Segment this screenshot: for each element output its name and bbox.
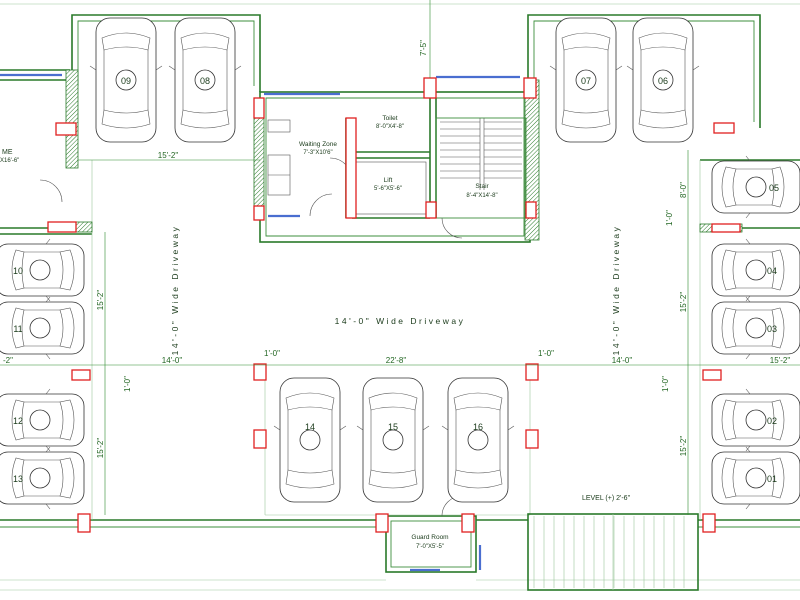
waiting-zone-label: Waiting Zone xyxy=(299,141,337,148)
driveway-left-label: 14'-0" Wide Driveway xyxy=(170,225,180,356)
dim-mid-gap-left: 1'-0" xyxy=(264,349,280,358)
dimension-texts: 7'-5" 15'-2" 14'-0" 1'-0" 22'-8" 1'-0" 1… xyxy=(3,40,790,458)
svg-text:14: 14 xyxy=(305,422,315,432)
level-label: LEVEL (+) 2'-6" xyxy=(582,495,631,502)
lift-label: Lift xyxy=(384,177,393,184)
partial-room-size: X16'-6" xyxy=(0,158,19,164)
car-07: 07 xyxy=(549,17,623,143)
dim-left-lower: 15'-2" xyxy=(96,438,105,459)
guard-room-size: 7'-0"X5'-5" xyxy=(416,544,444,550)
structural-columns xyxy=(47,77,741,533)
svg-text:07: 07 xyxy=(581,76,591,86)
car-15: 15 xyxy=(356,377,430,503)
svg-text:06: 06 xyxy=(658,76,668,86)
stair-size: 8'-4"X14'-8" xyxy=(466,193,497,199)
car-02: 02 xyxy=(711,388,800,452)
guard-room-label: Guard Room xyxy=(411,534,448,541)
svg-text:03: 03 xyxy=(767,324,777,334)
svg-text:04: 04 xyxy=(767,266,777,276)
dim-right-upper: 15'-2" xyxy=(679,292,688,313)
waiting-zone-size: 7'-3"X10'6" xyxy=(303,150,332,156)
dim-top-height: 7'-5" xyxy=(419,40,428,56)
svg-text:08: 08 xyxy=(200,76,210,86)
toilet-label: Toilet xyxy=(382,115,397,122)
driveway-right-label: 14'-0" Wide Driveway xyxy=(611,225,621,356)
dim-right-end: 15'-2" xyxy=(770,356,791,365)
stair-treads xyxy=(435,117,527,219)
car-14: 14 xyxy=(273,377,347,503)
dim-mid-center: 22'-8" xyxy=(386,356,407,365)
svg-text:15: 15 xyxy=(388,422,398,432)
dim-mid-gap-right: 1'-0" xyxy=(538,349,554,358)
lift-size: 5'-6"X5'-6" xyxy=(374,186,402,192)
dim-right-lower: 15'-2" xyxy=(679,436,688,457)
car-08: 08 xyxy=(168,17,242,143)
dim-top-width: 15'-2" xyxy=(158,151,179,160)
car-01: 01 xyxy=(711,446,800,510)
svg-text:16: 16 xyxy=(473,422,483,432)
ramp xyxy=(533,514,685,590)
car-06: 06 xyxy=(626,17,700,143)
dim-left-end: -2" xyxy=(3,356,13,365)
car-12-label: 12 xyxy=(13,416,23,426)
car-09: 09 xyxy=(89,17,163,143)
svg-text:09: 09 xyxy=(121,76,131,86)
car-05: 05 xyxy=(711,155,800,219)
partial-room-label: ME xyxy=(2,149,13,156)
car-03: 03 xyxy=(711,296,800,360)
dim-left-upper: 15'-2" xyxy=(96,290,105,311)
svg-text:01: 01 xyxy=(767,474,777,484)
dim-mid-left: 14'-0" xyxy=(162,356,183,365)
dimension-lines xyxy=(0,0,800,515)
driveway-labels: 14'-0" Wide Driveway 14'-0" Wide Drivewa… xyxy=(170,225,631,502)
stair-label: Stair xyxy=(475,183,489,190)
dim-right-top: 8'-0" xyxy=(679,182,688,198)
dim-right-gap: 1'-0" xyxy=(661,376,670,392)
room-labels: Waiting Zone 7'-3"X10'6" Toilet 8'-0"X4'… xyxy=(0,115,498,550)
dim-right-gap-top: 1'-0" xyxy=(665,210,674,226)
car-13-label: 13 xyxy=(13,474,23,484)
car-04: 04 xyxy=(711,238,800,302)
car-10-label: 10 xyxy=(13,266,23,276)
toilet-size: 8'-0"X4'-8" xyxy=(376,124,404,130)
car-11-label: 11 xyxy=(13,324,22,334)
dim-left-gap: 1'-0" xyxy=(123,376,132,392)
car-16: 16 xyxy=(441,377,515,503)
windows xyxy=(0,73,520,572)
driveway-center-label: 14'-0" Wide Driveway xyxy=(335,316,466,326)
svg-text:02: 02 xyxy=(767,416,777,426)
parking-cars: 09 08 07 06 05 04 03 02 01 10 xyxy=(0,17,800,510)
dim-mid-right: 14'-0" xyxy=(612,356,633,365)
svg-text:05: 05 xyxy=(769,183,779,193)
